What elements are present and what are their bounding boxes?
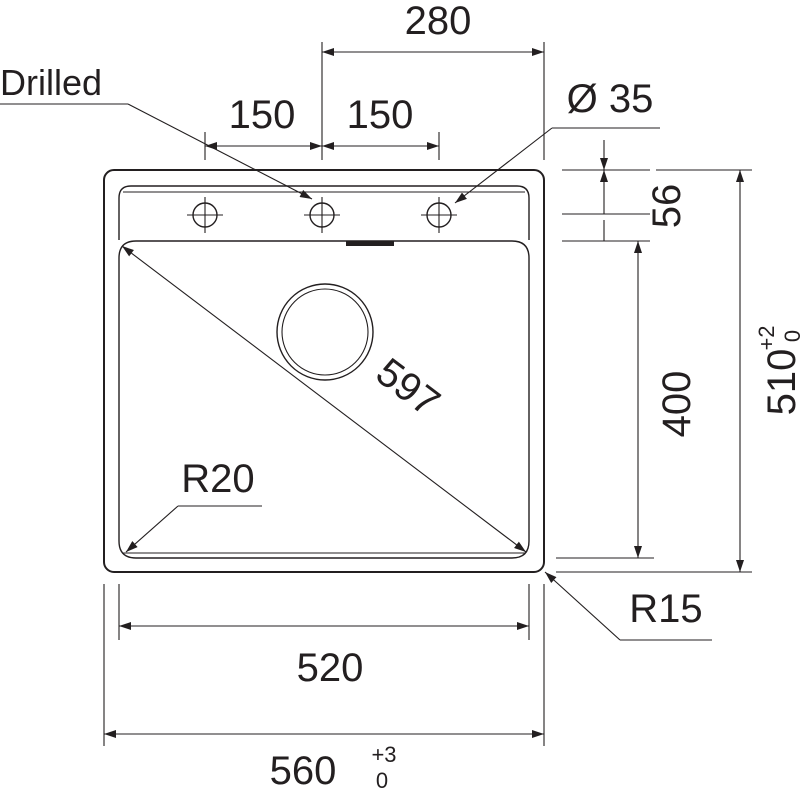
tap-hole-right: [421, 197, 457, 233]
tap-hole-center: [304, 197, 340, 233]
dimension-510-tolerance-plus: +2: [754, 325, 779, 350]
radius-15-label: R15: [629, 587, 702, 631]
drain-outer: [276, 283, 374, 381]
radius-20-callout: R20: [125, 457, 262, 553]
dimension-560-tolerance-plus: +3: [371, 742, 396, 767]
dimension-520-label: 520: [297, 646, 364, 690]
sink-bowl: [118, 240, 530, 559]
tap-hole-left: [187, 197, 223, 233]
drilled-label: Drilled: [0, 62, 102, 103]
dimension-560-label: 560: [270, 749, 337, 792]
dimension-560: 560 +3 0: [103, 584, 545, 792]
drain-inner: [281, 288, 369, 376]
dimension-510: 510 +2 0: [556, 169, 800, 573]
drilled-callout: Drilled: [0, 62, 313, 200]
overflow-slot: [346, 241, 394, 246]
dimension-520: 520: [118, 584, 530, 690]
dimension-150-left-label: 150: [229, 93, 296, 137]
dimension-280-label: 280: [405, 0, 472, 43]
radius-15-callout: R15: [544, 571, 712, 641]
diameter-callout: Ø 35: [454, 77, 660, 204]
dimension-280: 280: [321, 0, 545, 160]
dimension-400-label: 400: [655, 371, 699, 438]
dimension-150-right-label: 150: [347, 93, 414, 137]
dimension-510-label: 510: [760, 349, 800, 416]
dimension-150-pair: 150 150: [204, 93, 440, 160]
sink-outer-rim: [103, 169, 545, 573]
radius-20-label: R20: [181, 457, 254, 501]
tap-ledge-outline: [118, 185, 530, 240]
sink-outline: [103, 169, 545, 573]
dimension-560-tolerance-zero: 0: [376, 768, 388, 792]
dimension-597-label: 597: [368, 350, 448, 425]
diameter-label: Ø 35: [567, 77, 654, 121]
dimension-510-tolerance-zero: 0: [780, 330, 800, 342]
dimension-56: 56: [562, 140, 689, 242]
dimension-400: 400: [556, 241, 699, 559]
dimension-56-label: 56: [645, 184, 689, 229]
